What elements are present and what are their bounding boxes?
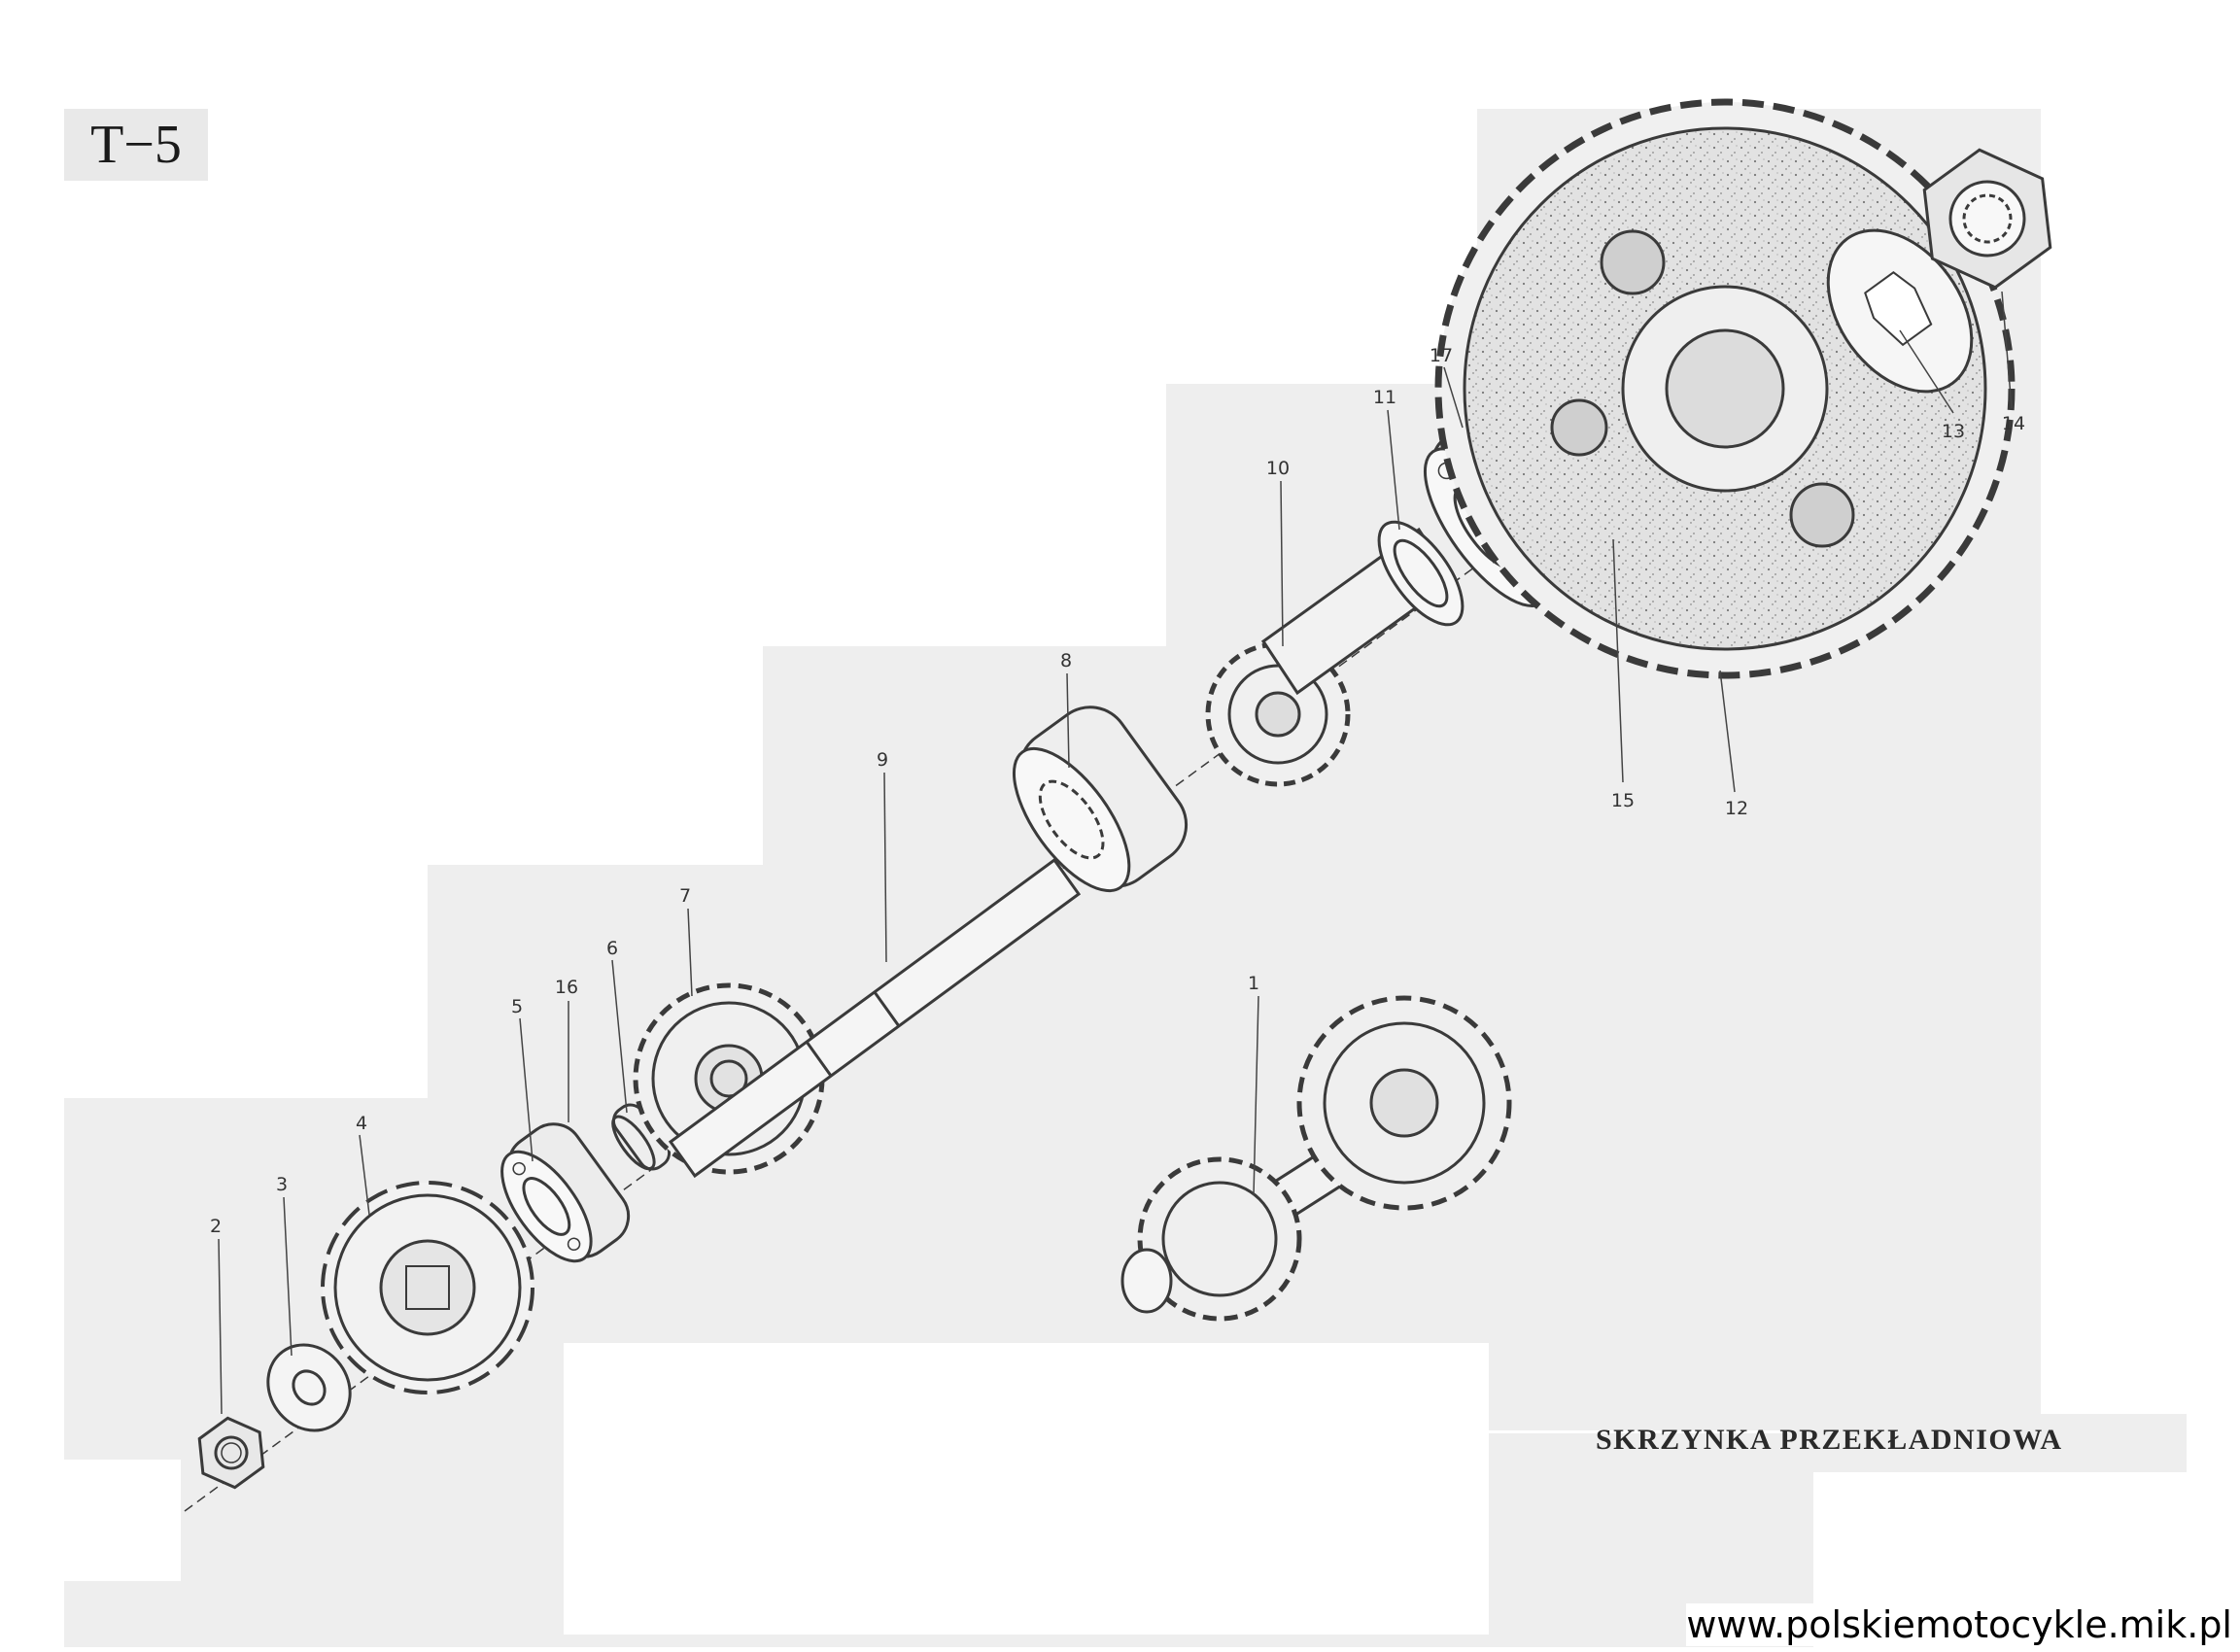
callout-15: 15 xyxy=(1611,790,1635,811)
callout-6: 6 xyxy=(606,938,618,959)
ball-bearing-part xyxy=(500,1122,631,1263)
callout-1: 1 xyxy=(1248,973,1259,994)
nut-14-part xyxy=(1922,148,2052,290)
diagram-title: SKRZYNKA PRZEKŁADNIOWA xyxy=(1596,1424,2063,1456)
callout-17: 17 xyxy=(1430,345,1453,366)
callout-4: 4 xyxy=(356,1113,367,1134)
scan-patch-title-strip xyxy=(1788,1414,2187,1472)
dog-clutch-part xyxy=(1012,706,1189,893)
sheet-reference-label: T−5 xyxy=(64,109,208,181)
main-shaft-part xyxy=(668,857,1082,1179)
callout-11: 11 xyxy=(1373,387,1396,408)
callout-14: 14 xyxy=(2002,413,2025,434)
callout-13: 13 xyxy=(1942,421,1965,442)
lock-washer-13-part xyxy=(1826,228,1974,394)
callout-9: 9 xyxy=(877,749,888,771)
callout-16: 16 xyxy=(555,977,578,998)
gear-7-part xyxy=(633,982,825,1175)
callout-7: 7 xyxy=(679,885,691,907)
blank-area-bottom-center xyxy=(564,1343,1489,1635)
spacer-ring-11-part xyxy=(1377,520,1465,627)
spacer-part xyxy=(611,1103,672,1171)
callout-5: 5 xyxy=(511,996,523,1017)
website-url: www.polskiemotocykle.mik.pl xyxy=(1686,1603,2232,1646)
blank-area-bottom-left xyxy=(64,1460,181,1581)
callout-8: 8 xyxy=(1060,650,1072,671)
nut-part xyxy=(197,1416,265,1490)
callout-12: 12 xyxy=(1725,798,1748,819)
callout-3: 3 xyxy=(276,1174,288,1195)
callout-2: 2 xyxy=(210,1216,222,1237)
washer-part xyxy=(266,1343,352,1432)
sprocket-part xyxy=(321,1181,534,1394)
layshaft-1-part xyxy=(1120,995,1512,1322)
callout-10: 10 xyxy=(1266,458,1290,479)
